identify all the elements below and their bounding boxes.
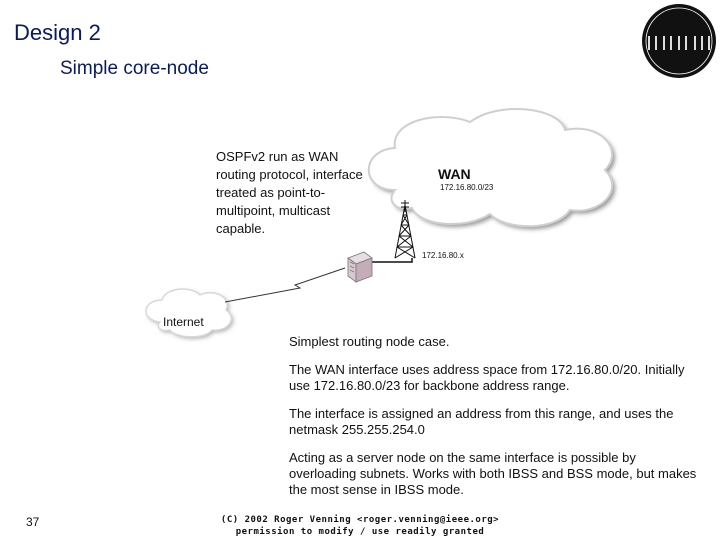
copyright-footer: (C) 2002 Roger Venning <roger.venning@ie… xyxy=(200,514,520,538)
page-number: 37 xyxy=(26,515,40,529)
slide-subtitle: Simple core-node xyxy=(60,58,209,79)
antenna-tower-icon xyxy=(394,200,416,259)
router-node-icon xyxy=(347,251,373,283)
node-address-label: 172.16.80.x xyxy=(422,251,464,260)
body-paragraph-4: Acting as a server node on the same inte… xyxy=(289,450,697,497)
internet-link xyxy=(224,267,346,303)
melbourne-wireless-logo xyxy=(642,4,716,78)
footer-line-1: (C) 2002 Roger Venning <roger.venning@ie… xyxy=(220,515,500,525)
footer-line-2: permission to modify / use readily grant… xyxy=(235,527,485,537)
body-paragraph-1: Simplest routing node case. xyxy=(289,334,450,349)
body-paragraph-3: The interface is assigned an address fro… xyxy=(289,406,674,437)
internet-cloud xyxy=(145,288,234,339)
internet-label: Internet xyxy=(163,315,204,329)
wan-subnet-label: 172.16.80.0/23 xyxy=(440,183,494,192)
slide-body: Simplest routing node case. The WAN inte… xyxy=(289,334,699,510)
body-paragraph-2: The WAN interface uses address space fro… xyxy=(289,362,685,393)
wan-cloud xyxy=(367,108,616,230)
wan-label: WAN xyxy=(438,166,471,182)
ospf-note: OSPFv2 run as WAN routing protocol, inte… xyxy=(216,149,363,236)
slide-title: Design 2 xyxy=(14,20,101,45)
tower-link xyxy=(372,258,413,263)
